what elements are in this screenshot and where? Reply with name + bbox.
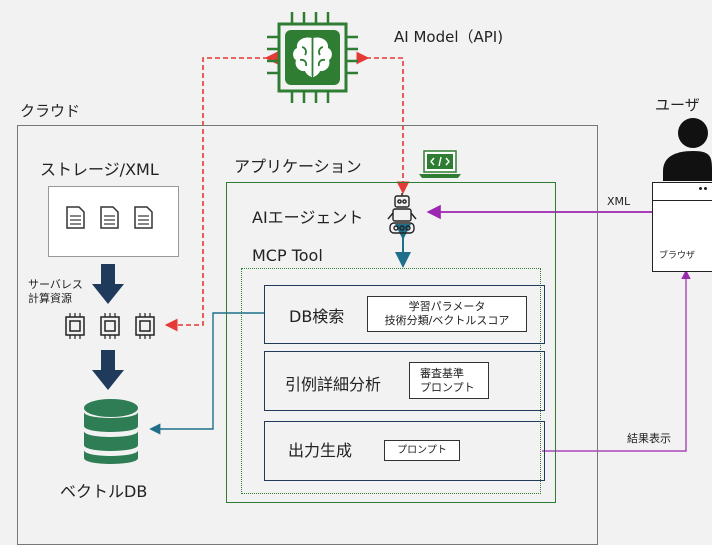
mcp-tool-label: MCP Tool <box>252 246 323 265</box>
serverless-chips-icon <box>65 313 155 339</box>
laptop-code-icon <box>419 150 461 178</box>
application-container <box>226 182 556 503</box>
serverless-label-2: 計算資源 <box>28 292 72 305</box>
vector-db-icon <box>84 399 138 464</box>
robot-icon <box>387 193 417 234</box>
user-label: ユーザ <box>655 96 700 114</box>
citation-analysis-label: 引例詳細分析 <box>285 375 382 394</box>
vector-db-label: ベクトルDB <box>60 482 148 501</box>
user-icon <box>663 118 712 181</box>
agent-label: AIエージェント <box>252 208 364 227</box>
cloud-label: クラウド <box>20 102 81 120</box>
db-search-param-2: 技術分類/ベクトルスコア <box>384 314 510 327</box>
citation-analysis-params-box: 審査基準 プロンプト <box>409 362 489 399</box>
result-edge-label: 結果表示 <box>627 432 671 445</box>
output-generation-param-1: プロンプト <box>397 445 447 456</box>
storage-title: ストレージ/XML <box>40 160 159 179</box>
serverless-down-arrow-icon <box>92 350 124 390</box>
serverless-label-1: サーバレス <box>28 278 83 291</box>
db-search-params-box: 学習パラメータ 技術分類/ベクトルスコア <box>367 296 527 332</box>
mcp-tool-container <box>241 268 541 494</box>
ai-model-label: AI Model（API) <box>394 28 504 46</box>
output-generation-params-box: プロンプト <box>384 440 460 461</box>
ai-to-agent-link <box>356 51 410 195</box>
ai-model-chip-icon <box>265 10 360 105</box>
storage-box <box>48 186 179 257</box>
citation-analysis-param-1: 審査基準 <box>420 367 464 380</box>
connection-lines <box>149 51 691 452</box>
db-search-label: DB検索 <box>289 307 345 326</box>
citation-analysis-param-2: プロンプト <box>420 381 475 394</box>
db-search-tool <box>264 285 545 344</box>
db-search-param-1: 学習パラメータ <box>408 300 486 313</box>
xml-edge-label: XML <box>607 195 631 208</box>
application-title: アプリケーション <box>234 157 362 176</box>
output-generation-label: 出力生成 <box>288 441 353 460</box>
browser-window <box>652 182 712 272</box>
storage-down-arrow-icon <box>92 264 124 304</box>
dbsearch-to-vectordb-link <box>149 312 264 435</box>
browser-label: ブラウザ <box>659 251 696 261</box>
citation-analysis-tool <box>264 351 545 411</box>
ai-to-serverless-link <box>164 51 278 332</box>
result-link <box>542 269 691 452</box>
output-generation-tool <box>264 421 545 481</box>
